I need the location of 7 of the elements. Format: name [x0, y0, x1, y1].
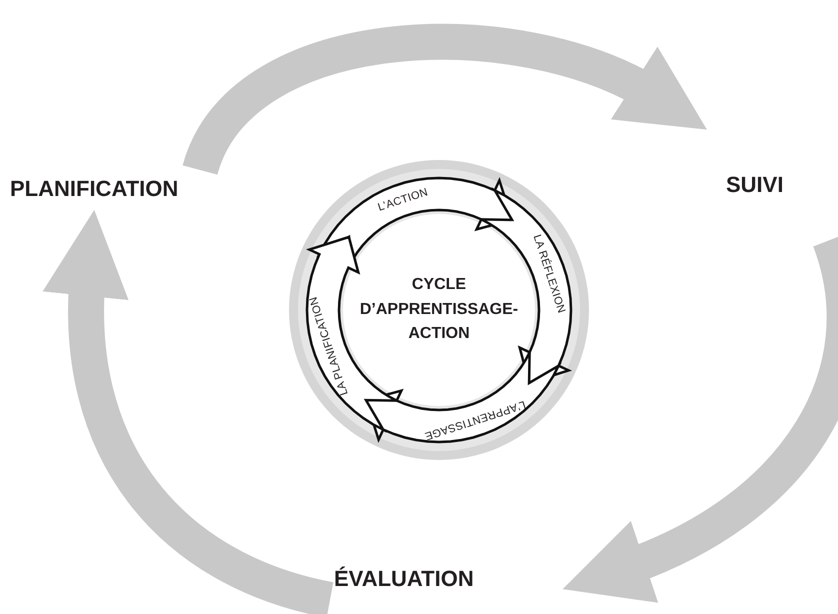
- cycle-title: CYCLE D’APPRENTISSAGE-ACTION: [358, 274, 520, 344]
- curved-arrow: [564, 234, 838, 601]
- curved-arrow: [183, 24, 710, 178]
- stage-label: SUIVI: [726, 172, 792, 198]
- curved-arrow: [44, 210, 334, 614]
- stage-label: PLANIFICATION: [10, 176, 224, 202]
- stage-label: ÉVALUATION: [334, 566, 546, 592]
